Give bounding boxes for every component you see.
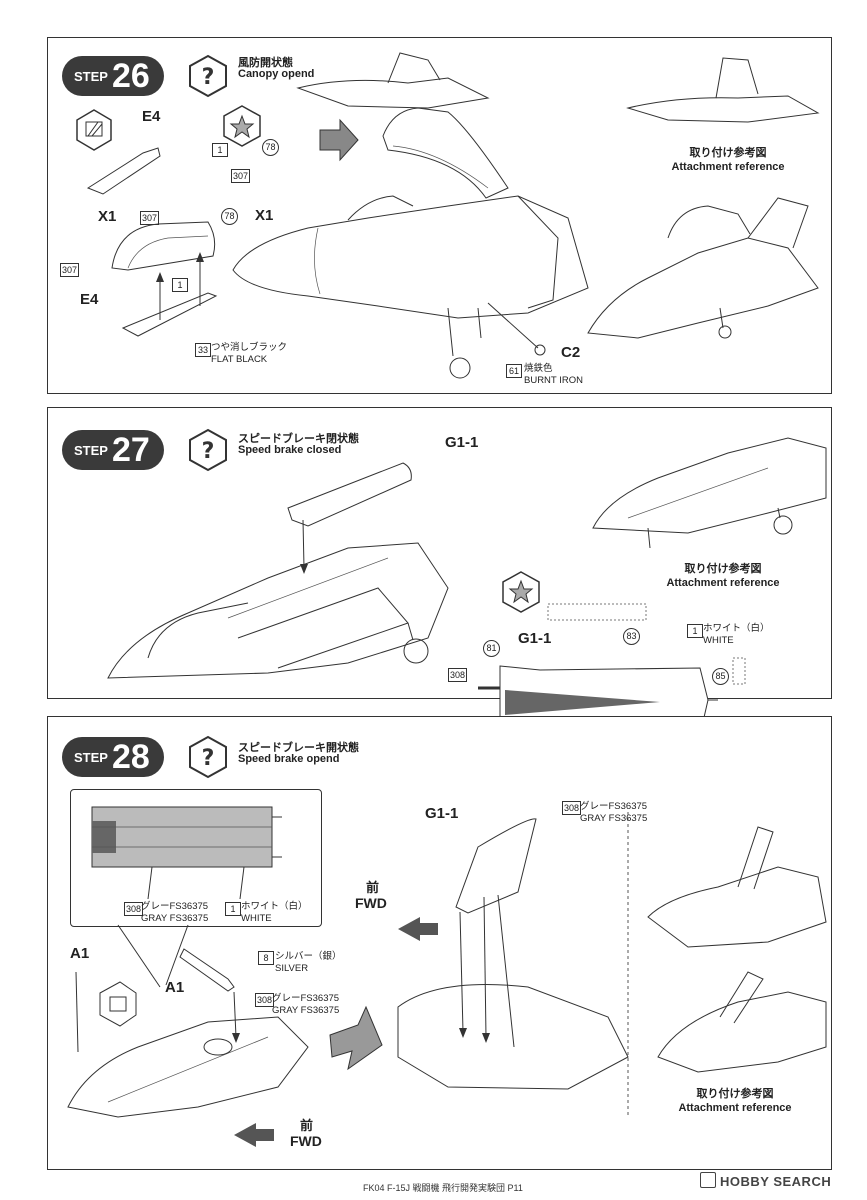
part-g1-1-label: G1-1 (445, 434, 479, 451)
step-27-title-jp: スピードブレーキ閉状態 (238, 433, 359, 445)
fwd-label-en-upper: FWD (355, 895, 387, 911)
page-footer: FK04 F-15J 戦闘機 飛行開発実験団 P11 (363, 1183, 523, 1193)
star-hex-icon (223, 105, 261, 147)
paint-num-1-b: 1 (172, 278, 188, 292)
step-27-line-art (107, 437, 827, 679)
step-26-title-en: Canopy opend (238, 68, 315, 80)
part-a1-label-mid: A1 (165, 979, 185, 996)
paint-num-307-c: 307 (60, 263, 80, 277)
step-28-line-art (67, 806, 827, 1147)
paint-gray-jp-g1: グレーFS36375 (580, 801, 648, 812)
inset-paint-num-308: 308 (124, 902, 144, 916)
paint-silver-jp: シルバー（銀） (275, 951, 342, 962)
step-26-title-jp: 風防開状態 (238, 57, 293, 69)
paint-num-308-g1: 308 (562, 801, 582, 815)
svg-text:?: ? (202, 439, 215, 464)
paint-flat-black-jp: つや消しブラック (211, 342, 288, 353)
step-27-panel: STEP 27 ? スピードブレーキ閉状態 Speed brake closed… (47, 407, 832, 699)
inset-paint-white-jp: ホワイト（白） (241, 901, 308, 912)
paint-gray-en-g1: GRAY FS36375 (580, 813, 648, 824)
part-g1-1-label-28: G1-1 (425, 805, 459, 822)
step-28-badge: STEP 28 (62, 737, 164, 777)
paint-flat-black-en: FLAT BLACK (211, 354, 268, 365)
paint-num-33: 33 (195, 343, 211, 357)
paint-burnt-iron-en: BURNT IRON (524, 375, 583, 386)
paint-num-61: 61 (506, 364, 522, 378)
watermark-icon (700, 1172, 716, 1188)
step-26-panel: STEP 26 ? 風防開状態 Canopy opend E4 X1 X1 E4… (47, 37, 832, 394)
part-e4-label-top: E4 (142, 108, 161, 125)
part-a1-label-left: A1 (70, 945, 90, 962)
svg-text:?: ? (202, 746, 215, 771)
inset-paint-num-1: 1 (225, 902, 241, 916)
step-27-reference-caption: 取り付け参考図 Attachment reference (666, 563, 780, 589)
decal-num-78-a: 78 (262, 139, 279, 156)
watermark: HOBBY SEARCH (700, 1172, 831, 1189)
fwd-label-jp-upper: 前 (366, 880, 380, 895)
step-27-title-en: Speed brake closed (238, 444, 342, 456)
step-28-title-en: Speed brake opend (238, 753, 340, 765)
step-26-badge: STEP 26 (62, 56, 164, 96)
step-28-title-jp: スピードブレーキ開状態 (238, 742, 359, 754)
paint-num-1: 1 (212, 143, 228, 157)
paint-burnt-iron-jp: 焼鉄色 (524, 363, 553, 374)
part-x1-label-left: X1 (98, 208, 117, 225)
optional-hex-icon: ? (189, 428, 227, 472)
fwd-label-jp-lower: 前 (300, 1118, 314, 1133)
paint-num-308-a: 308 (448, 668, 468, 682)
decal-num-85: 85 (712, 668, 729, 685)
step-26-reference-caption: 取り付け参考図 Attachment reference (671, 147, 785, 173)
inset-paint-gray-jp: グレーFS36375 (141, 901, 209, 912)
decal-num-78-b: 78 (221, 208, 238, 225)
decal-num-81: 81 (483, 640, 500, 657)
step-28-panel: STEP 28 ? スピードブレーキ開状態 Speed brake opend … (47, 716, 832, 1170)
inset-paint-white-en: WHITE (241, 913, 272, 924)
paint-white-jp: ホワイト（白） (703, 623, 770, 634)
decal-diagram-g1-1-label: G1-1 (518, 630, 552, 647)
paint-num-8: 8 (258, 951, 274, 965)
paint-silver-en: SILVER (275, 963, 309, 974)
part-x1-label-right: X1 (255, 207, 274, 224)
paint-gray-jp-a1: グレーFS36375 (272, 993, 340, 1004)
step-27-badge: STEP 27 (62, 430, 164, 470)
decal-hex-icon (76, 109, 112, 151)
paint-num-1-white: 1 (687, 624, 703, 638)
paint-num-307-a: 307 (231, 169, 251, 183)
paint-num-307-b: 307 (140, 211, 160, 225)
optional-hex-icon: ? (189, 735, 227, 779)
paint-white-en: WHITE (703, 635, 734, 646)
paint-gray-en-a1: GRAY FS36375 (272, 1005, 340, 1016)
svg-text:?: ? (202, 65, 215, 90)
part-c2-label: C2 (561, 344, 581, 361)
decal-num-83: 83 (623, 628, 640, 645)
inset-paint-gray-en: GRAY FS36375 (141, 913, 209, 924)
fwd-label-en-lower: FWD (290, 1133, 322, 1149)
optional-hex-icon: ? (189, 54, 227, 98)
step-26-line-art (86, 52, 820, 379)
part-e4-label-bottom: E4 (80, 291, 99, 308)
step-28-reference-caption: 取り付け参考図 Attachment reference (678, 1088, 792, 1114)
paint-num-308-a1: 308 (255, 993, 275, 1007)
